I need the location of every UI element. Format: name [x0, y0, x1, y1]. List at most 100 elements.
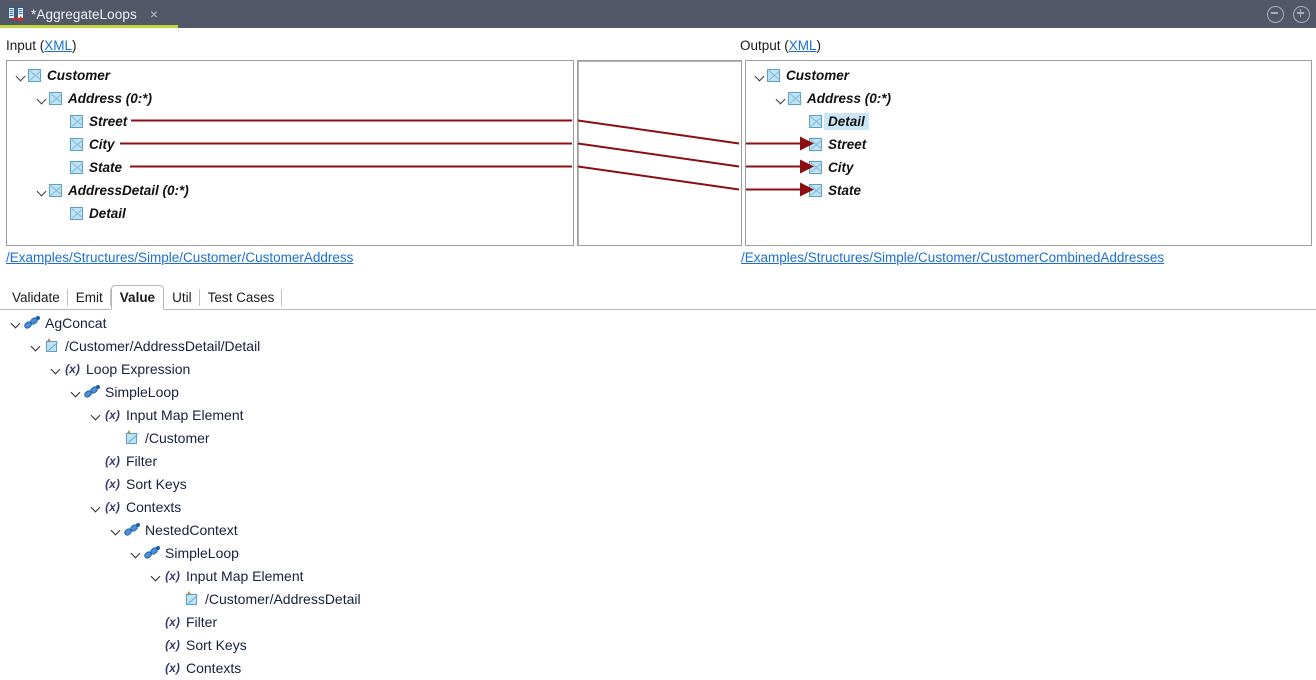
input-tree-node-label: AddressDetail (0:*)	[68, 183, 189, 198]
tree-spacer	[57, 202, 70, 225]
expression-tree-node[interactable]: SimpleLoop	[69, 380, 179, 403]
schema-element-icon	[70, 138, 83, 151]
chevron-down-icon[interactable]	[89, 495, 104, 518]
schema-element-icon	[809, 115, 822, 128]
expression-tree-node[interactable]: SimpleLoop	[129, 541, 239, 564]
expression-tree-node[interactable]: /Customer/AddressDetail/Detail	[29, 334, 260, 357]
input-section-label: Input (XML)	[6, 38, 77, 53]
input-tree-node-label: Customer	[47, 68, 111, 83]
schema-element-icon	[70, 115, 83, 128]
expression-tree-node-label: Filter	[186, 613, 218, 630]
minimize-circle-icon[interactable]	[1267, 5, 1284, 23]
chevron-down-icon[interactable]	[149, 564, 164, 587]
output-label-text: Output (	[740, 38, 789, 53]
chevron-down-icon[interactable]	[9, 311, 24, 334]
input-structure-path-link[interactable]: /Examples/Structures/Simple/Customer/Cus…	[6, 250, 354, 265]
output-tree-node-label: City	[828, 160, 854, 175]
output-section-label: Output (XML)	[740, 38, 821, 53]
tab-util[interactable]: Util	[164, 285, 200, 310]
input-tree-node[interactable]: Detail	[57, 202, 126, 225]
expression-tree-node[interactable]: (x) Filter	[89, 449, 157, 472]
output-tree-node[interactable]: Customer	[754, 64, 849, 87]
input-tree-node[interactable]: Customer	[15, 64, 110, 87]
tab-value[interactable]: Value	[110, 285, 165, 310]
input-tree-node[interactable]: AddressDetail (0:*)	[36, 179, 189, 202]
output-tree-node-label: Detail	[824, 113, 869, 130]
chevron-down-icon[interactable]	[89, 403, 104, 426]
expression-tree-node[interactable]: (x)Filter	[149, 610, 217, 633]
output-xml-link[interactable]: XML	[788, 38, 817, 53]
active-tab-accent	[0, 25, 178, 28]
expression-tree-node[interactable]: (x)Contexts	[89, 495, 181, 518]
tree-spacer	[149, 656, 164, 679]
input-tree-node[interactable]: City	[57, 133, 115, 156]
chevron-down-icon[interactable]	[754, 64, 767, 87]
schema-element-icon	[28, 69, 41, 82]
expression-tree-node-label: Filter	[126, 452, 158, 469]
tab-emit[interactable]: Emit	[68, 285, 111, 310]
expression-tree-node[interactable]: /Customer	[109, 426, 210, 449]
tree-spacer	[796, 133, 809, 156]
input-xml-link[interactable]: XML	[44, 38, 73, 53]
expression-tree-node[interactable]: NestedContext	[109, 518, 238, 541]
title-bar: *AggregateLoops ×	[0, 0, 1316, 28]
expression-tree-node-label: /Customer/AddressDetail	[205, 590, 361, 607]
mapping-canvas-panel[interactable]	[577, 60, 742, 246]
output-structure-path-link[interactable]: /Examples/Structures/Simple/Customer/Cus…	[741, 250, 1165, 265]
path-icon	[124, 429, 140, 446]
schema-element-icon	[70, 207, 83, 220]
expression-tree[interactable]: AgConcat/Customer/AddressDetail/Detail(x…	[0, 311, 1316, 680]
expression-tree-node[interactable]: (x)Sort Keys	[89, 472, 187, 495]
tab-test-cases[interactable]: Test Cases	[200, 285, 283, 310]
output-tree-node[interactable]: City	[796, 156, 854, 179]
output-tree-node[interactable]: Street	[796, 133, 866, 156]
input-label-paren: )	[72, 38, 77, 53]
chevron-down-icon[interactable]	[49, 357, 64, 380]
schema-element-icon	[70, 161, 83, 174]
maximize-circle-icon[interactable]	[1293, 5, 1310, 23]
tab-separator	[198, 289, 200, 306]
expression-icon: (x)	[65, 361, 80, 376]
chevron-down-icon[interactable]	[69, 380, 84, 403]
chevron-down-icon[interactable]	[36, 179, 49, 202]
tree-spacer	[169, 587, 184, 610]
expression-icon: (x)	[105, 453, 120, 468]
chevron-down-icon[interactable]	[15, 64, 28, 87]
expression-tree-node-label: NestedContext	[145, 521, 238, 538]
output-tree-node[interactable]: Address (0:*)	[775, 87, 891, 110]
close-icon[interactable]: ×	[149, 6, 159, 22]
output-tree-node[interactable]: State	[796, 179, 861, 202]
chevron-down-icon[interactable]	[109, 518, 124, 541]
tree-spacer	[89, 449, 104, 472]
tab-validate[interactable]: Validate	[4, 285, 68, 310]
path-icon	[184, 590, 200, 607]
input-tree-node[interactable]: Address (0:*)	[36, 87, 152, 110]
path-icon	[44, 337, 60, 354]
expression-tree-node[interactable]: (x)Loop Expression	[49, 357, 190, 380]
chain-icon	[143, 545, 160, 561]
document-tab[interactable]: *AggregateLoops ×	[0, 0, 168, 28]
expression-tree-node[interactable]: /Customer/AddressDetail	[169, 587, 361, 610]
tab-separator	[109, 289, 111, 306]
expression-icon: (x)	[105, 476, 120, 491]
tree-spacer	[796, 156, 809, 179]
expression-tree-node[interactable]: (x)Contexts	[149, 656, 241, 679]
chevron-down-icon[interactable]	[775, 87, 788, 110]
expression-tree-node[interactable]: (x)Input Map Element	[149, 564, 303, 587]
expression-tree-node-label: Contexts	[186, 659, 242, 676]
input-tree-node[interactable]: Street	[57, 110, 127, 133]
tree-spacer	[149, 610, 164, 633]
expression-icon: (x)	[105, 499, 120, 514]
expression-tree-node[interactable]: (x)Sort Keys	[149, 633, 247, 656]
input-tree-node[interactable]: State	[57, 156, 122, 179]
expression-tree-node[interactable]: (x)Input Map Element	[89, 403, 243, 426]
output-tree-node[interactable]: Detail	[796, 110, 869, 133]
chevron-down-icon[interactable]	[36, 87, 49, 110]
chevron-down-icon[interactable]	[129, 541, 144, 564]
schema-element-icon	[767, 69, 780, 82]
expression-tree-node[interactable]: AgConcat	[9, 311, 106, 334]
chevron-down-icon[interactable]	[29, 334, 44, 357]
expression-tree-node-label: /Customer	[145, 429, 210, 446]
